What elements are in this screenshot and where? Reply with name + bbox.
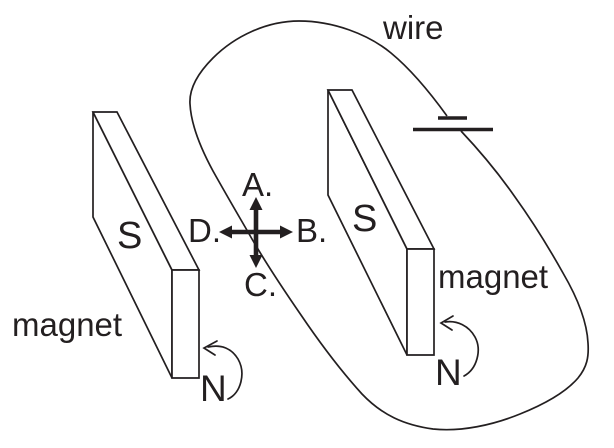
left-south-pole-label: S (117, 215, 143, 257)
left-magnet-n-face (171, 269, 200, 379)
right-magnet-n-face (406, 248, 435, 356)
right-magnet-label: magnet (438, 258, 549, 295)
right-n-pole-arrowhead (439, 315, 454, 331)
direction-option-b-label: B. (296, 212, 328, 249)
left-n-pole-arrow-icon (202, 340, 243, 400)
left-magnet (91, 111, 201, 379)
left-n-pole-arrow-curve (207, 345, 243, 400)
right-south-pole-label: S (352, 198, 378, 240)
right-magnet (326, 89, 436, 356)
left-n-pole-arrowhead (202, 340, 218, 356)
arrowhead-down-icon (249, 255, 263, 268)
right-north-pole-label: N (435, 352, 462, 393)
arrowhead-up-icon (249, 197, 263, 210)
left-magnet-label: magnet (12, 306, 123, 343)
direction-option-a-label: A. (242, 166, 274, 203)
left-north-pole-label: N (200, 368, 227, 409)
arrowhead-right-icon (280, 225, 293, 239)
direction-option-c-label: C. (244, 266, 277, 303)
wire-loop (189, 20, 590, 431)
battery-icon (413, 116, 493, 132)
right-n-pole-arrow-icon (439, 315, 479, 377)
direction-cross-arrows-icon (219, 197, 293, 268)
right-n-pole-arrow-curve (444, 320, 479, 377)
wire-label: wire (383, 9, 444, 46)
arrowhead-left-icon (219, 225, 232, 239)
direction-option-d-label: D. (188, 212, 221, 249)
